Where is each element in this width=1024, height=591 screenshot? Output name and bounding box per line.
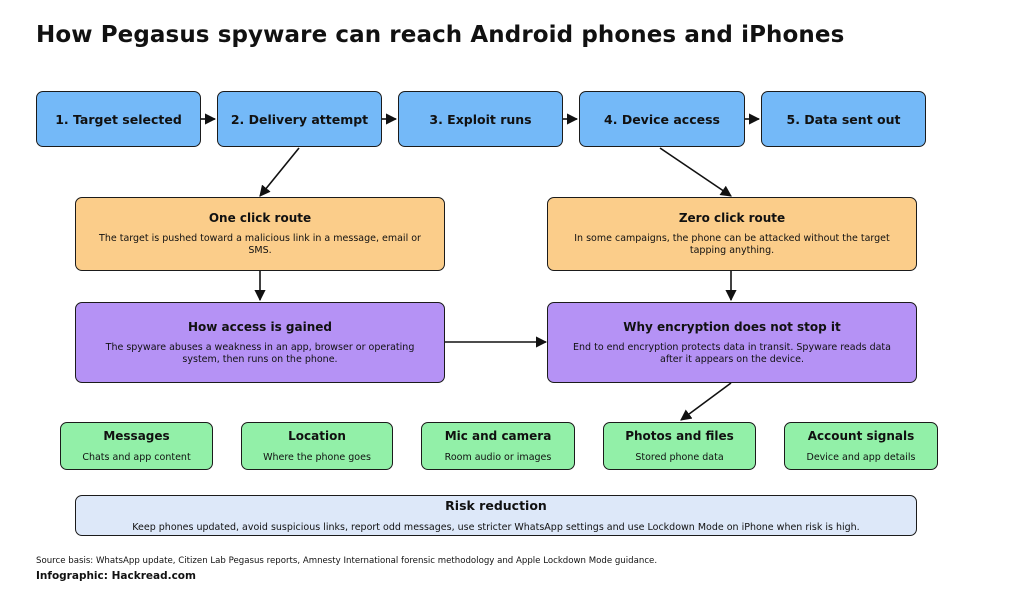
- step-exploit-runs: 3. Exploit runs: [398, 91, 563, 147]
- arrow-encryption-photos: [680, 382, 732, 421]
- page-title: How Pegasus spyware can reach Android ph…: [36, 22, 845, 48]
- risk-reduction-text: Keep phones updated, avoid suspicious li…: [132, 521, 860, 533]
- arrow-step4-zeroclick: [659, 147, 732, 197]
- one-click-route-text: The target is pushed toward a malicious …: [99, 233, 421, 256]
- data-photos-files-title: Photos and files: [625, 428, 734, 443]
- zero-click-route-box: Zero click route In some campaigns, the …: [547, 197, 917, 271]
- zero-click-route-title: Zero click route: [678, 211, 786, 226]
- risk-reduction-title: Risk reduction: [445, 497, 547, 513]
- one-click-route-box: One click route The target is pushed tow…: [75, 197, 445, 271]
- data-mic-camera-title: Mic and camera: [444, 428, 552, 443]
- data-location-text: Where the phone goes: [263, 451, 371, 463]
- one-click-route-title: One click route: [208, 211, 312, 226]
- step-label: 1. Target selected: [55, 111, 182, 127]
- data-account-signals-box: Account signals Device and app details: [784, 422, 938, 470]
- access-gained-box: How access is gained The spyware abuses …: [75, 302, 445, 383]
- access-gained-title: How access is gained: [188, 319, 332, 334]
- data-mic-camera-box: Mic and camera Room audio or images: [421, 422, 575, 470]
- step-label: 2. Delivery attempt: [230, 111, 369, 127]
- data-messages-box: Messages Chats and app content: [60, 422, 213, 470]
- data-location-title: Location: [288, 428, 346, 443]
- step-data-sent-out: 5. Data sent out: [761, 91, 926, 147]
- step-target-selected: 1. Target selected: [36, 91, 201, 147]
- data-messages-title: Messages: [103, 428, 170, 443]
- zero-click-route-text: In some campaigns, the phone can be atta…: [574, 233, 890, 256]
- source-note: Source basis: WhatsApp update, Citizen L…: [36, 556, 658, 566]
- encryption-box: Why encryption does not stop it End to e…: [547, 302, 917, 383]
- data-photos-files-text: Stored phone data: [635, 451, 724, 463]
- data-account-signals-title: Account signals: [807, 428, 915, 443]
- risk-reduction-box: Risk reduction Keep phones updated, avoi…: [75, 495, 917, 536]
- data-mic-camera-text: Room audio or images: [444, 451, 552, 463]
- encryption-title: Why encryption does not stop it: [623, 319, 841, 334]
- step-delivery-attempt: 2. Delivery attempt: [217, 91, 382, 147]
- credit-line: Infographic: Hackread.com: [36, 570, 196, 582]
- data-account-signals-text: Device and app details: [806, 451, 916, 463]
- data-photos-files-box: Photos and files Stored phone data: [603, 422, 756, 470]
- arrow-step2-oneclick: [259, 147, 300, 197]
- step-label: 3. Exploit runs: [429, 111, 532, 127]
- access-gained-text: The spyware abuses a weakness in an app,…: [105, 341, 415, 365]
- encryption-text: End to end encryption protects data in t…: [573, 341, 891, 365]
- data-messages-text: Chats and app content: [82, 451, 191, 463]
- step-label: 4. Device access: [604, 111, 720, 127]
- step-device-access: 4. Device access: [579, 91, 745, 147]
- data-location-box: Location Where the phone goes: [241, 422, 393, 470]
- step-label: 5. Data sent out: [786, 111, 901, 127]
